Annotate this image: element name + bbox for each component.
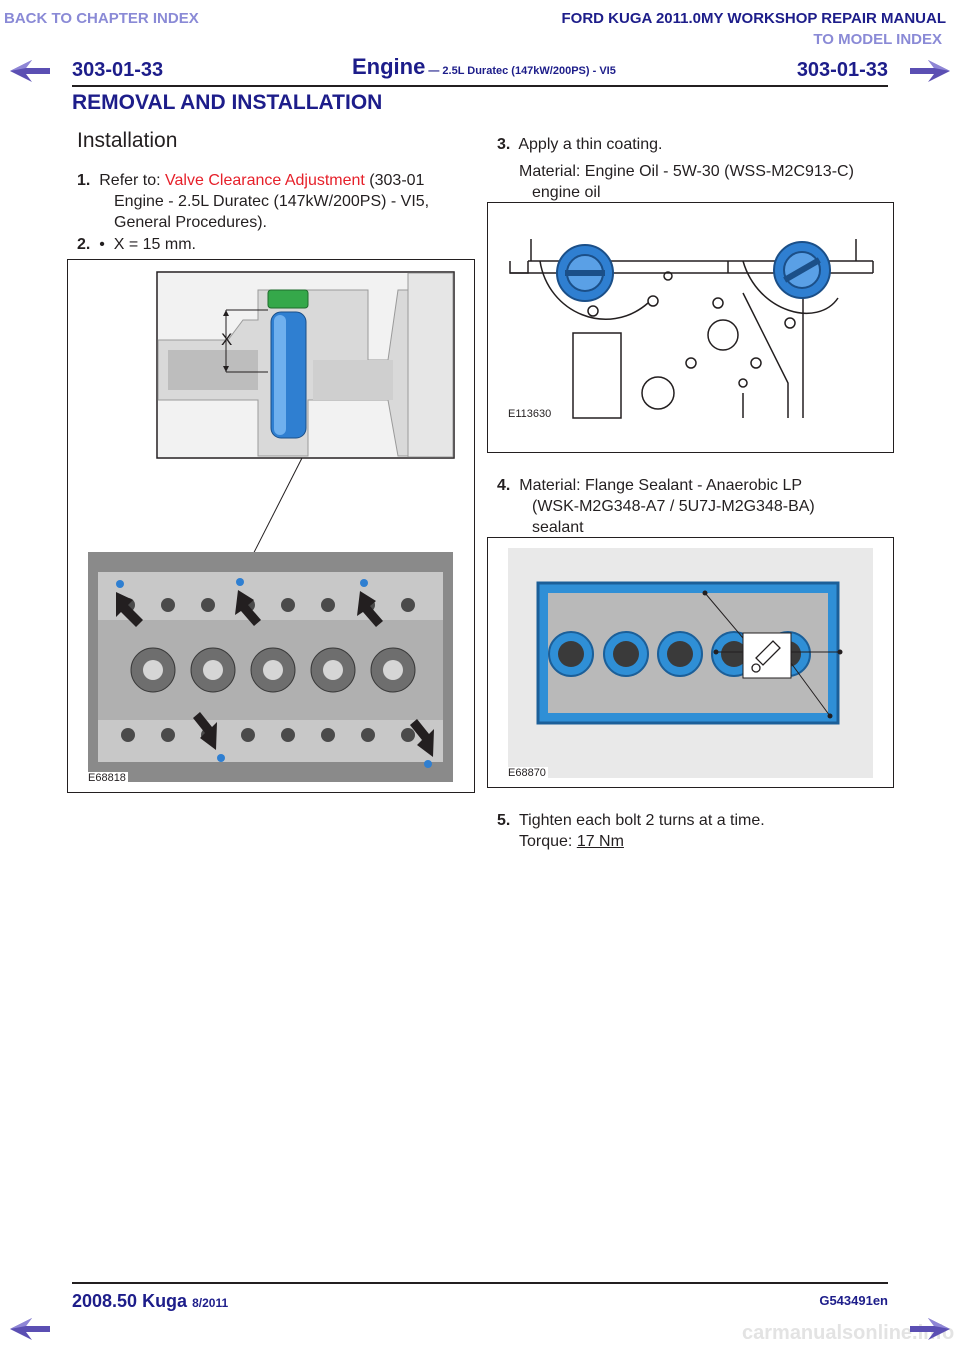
step-2-text: X = 15 mm. [113,236,196,253]
step-3-text: Apply a thin coating. [518,136,663,153]
step-3-material-line2: engine oil [532,184,601,201]
step-5-text: Tighten each bolt 2 turns at a time. [518,812,765,829]
page-code-right: 303-01-33 [796,59,888,81]
step-4-line1: Material: Flange Sealant - Anaerobic LP [519,477,803,494]
cylinder-head-diagram [88,271,455,782]
page-code-left: 303-01-33 [72,59,164,81]
footer-rule [72,1282,888,1284]
section-title-main: Engine [352,54,426,79]
figure-e113630: E113630 [487,202,894,453]
torque-value: 17 Nm [576,833,624,850]
next-page-arrow-icon[interactable] [908,1318,950,1340]
section-title: Engine— 2.5L Duratec (147kW/200PS) - VI5 [352,54,616,80]
step-4: 4. Material: Flange Sealant - Anaerobic … [497,475,897,538]
installation-heading: Installation [77,129,178,152]
footer-model-name: 2008.50 Kuga [72,1291,188,1311]
step-number: 1. [77,172,91,189]
figure-code: E113630 [506,408,554,420]
footer-date: 8/2011 [192,1296,229,1310]
page-heading: REMOVAL AND INSTALLATION [72,91,383,114]
footer-model: 2008.50 Kuga 8/2011 [72,1291,228,1312]
back-to-chapter-index-link[interactable]: BACK TO CHAPTER INDEX [4,10,199,27]
step-5: 5. Tighten each bolt 2 turns at a time. … [497,810,897,852]
to-model-index-link[interactable]: TO MODEL INDEX [813,31,942,48]
footer-doc-id: G543491en [819,1293,888,1308]
previous-page-arrow-icon[interactable] [10,60,52,82]
step-2: 2. • X = 15 mm. [77,234,196,255]
dimension-label-x: X [221,330,233,349]
torque-label: Torque: [519,833,577,850]
sealant-application-diagram [508,548,873,778]
header-rule [72,85,888,87]
step-number: 4. [497,477,511,494]
figure-code: E68818 [86,772,128,784]
bullet: • [99,236,105,253]
previous-page-arrow-icon[interactable] [10,1318,52,1340]
figure-e68818: X E68818 [67,259,475,793]
step-number: 5. [497,812,511,829]
figure-e68870: E68870 [487,537,894,788]
step-3-material: Material: Engine Oil - 5W-30 (WSS-M2C913… [519,163,854,180]
step-1-line2: Engine - 2.5L Duratec (147kW/200PS) - VI… [114,193,430,210]
step-4-line2: (WSK-M2G348-A7 / 5U7J-M2G348-BA) [532,498,815,515]
step-4-line3: sealant [532,519,584,536]
section-subtitle: — 2.5L Duratec (147kW/200PS) - VI5 [428,65,616,77]
manual-title: FORD KUGA 2011.0MY WORKSHOP REPAIR MANUA… [561,10,947,27]
step-3: 3. Apply a thin coating. Material: Engin… [497,134,897,203]
watermark: carmanualsonline.info [742,1322,955,1344]
step-1-suffix: (303-01 [364,172,425,189]
step-1-prefix: Refer to: [99,172,166,189]
step-number: 2. [77,236,91,253]
step-1: 1. Refer to: Valve Clearance Adjustment … [77,170,472,233]
step-number: 3. [497,136,511,153]
valve-clearance-adjustment-link[interactable]: Valve Clearance Adjustment [165,172,365,189]
next-page-arrow-icon[interactable] [908,60,950,82]
step-1-line3: General Procedures). [114,214,267,231]
figure-code: E68870 [506,767,548,779]
camshaft-diagram [509,239,874,419]
